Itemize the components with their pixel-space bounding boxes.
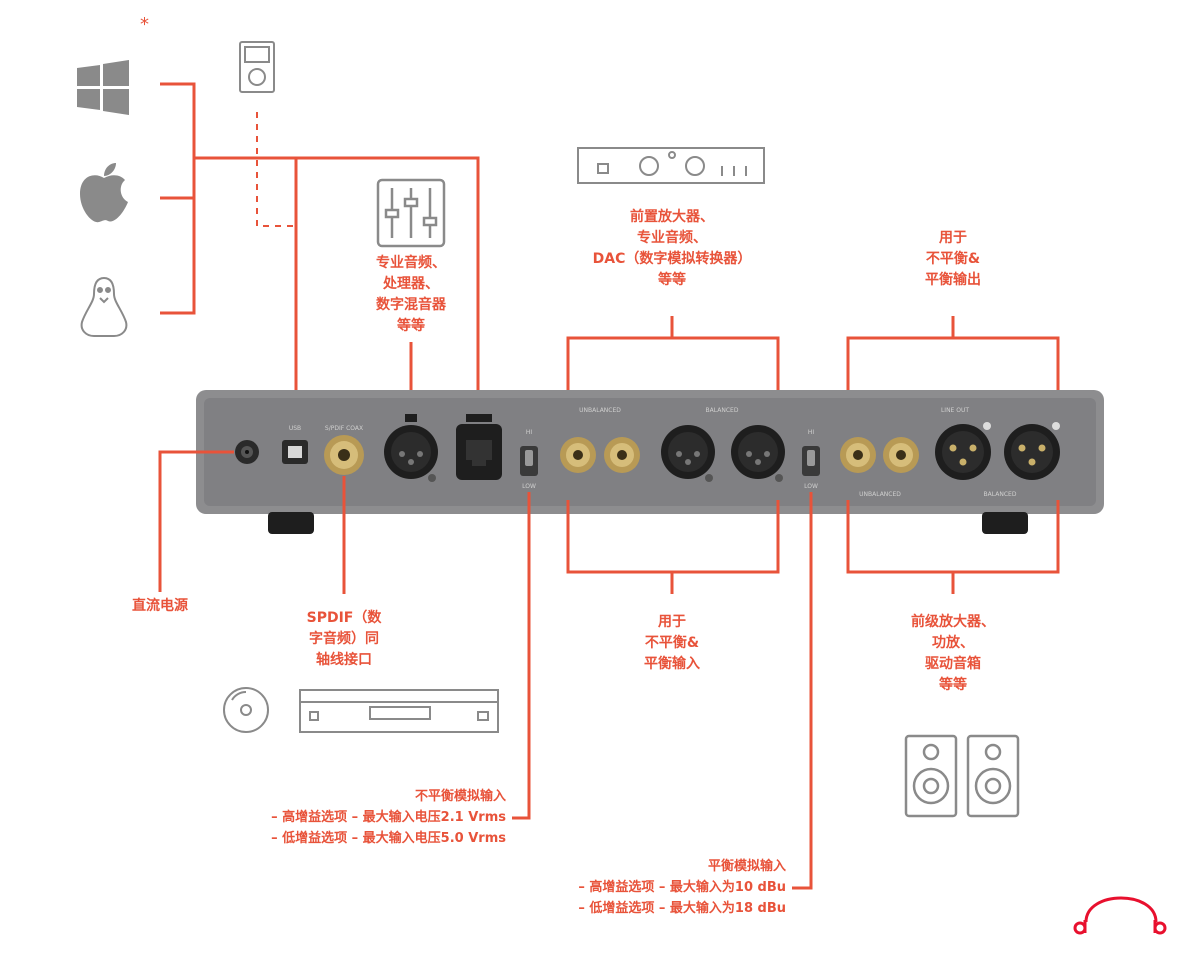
input-use-line-2: 不平衡& <box>644 635 700 651</box>
cd-player-icon <box>299 689 499 733</box>
apple-icon <box>80 163 128 223</box>
panel-foot-right <box>982 512 1028 534</box>
xlr-input-right <box>731 425 785 482</box>
spdif-coax-port <box>324 435 364 475</box>
input-low-label: LOW <box>522 483 536 490</box>
amps-line-4: 等等 <box>939 677 967 693</box>
bottom-input-bracket <box>566 500 780 594</box>
preamp-label: 前置放大器、 专业音频、 DAC（数字模拟转换器） 等等 <box>562 207 782 291</box>
dc-jack <box>235 440 259 464</box>
output-use-line-3: 平衡输出 <box>925 272 981 288</box>
balanced-analog-low: – 低增益选项 – 最大输入为18 dBu <box>578 901 786 916</box>
output-use-line-2: 不平衡& <box>925 251 981 267</box>
brand-logo-icon <box>1073 896 1167 935</box>
pro-audio-label: 专业音频、 处理器、 数字混音器 等等 <box>341 253 481 337</box>
spdif-label: SPDIF（数 字音频）同 轴线接口 <box>284 608 404 671</box>
amps-line-1: 前级放大器、 <box>911 614 995 630</box>
input-use-line-1: 用于 <box>658 614 686 630</box>
input-use-label: 用于 不平衡& 平衡输入 <box>612 612 732 675</box>
amps-label: 前级放大器、 功放、 驱动音箱 等等 <box>883 612 1023 696</box>
balanced-in-label: BALANCED <box>706 407 739 414</box>
input-hi-label: HI <box>526 429 533 436</box>
spdif-line-1: SPDIF（数 <box>306 610 382 626</box>
amps-line-2: 功放、 <box>932 635 974 651</box>
line-out-label: LINE OUT <box>941 407 969 414</box>
ipod-icon <box>239 41 275 93</box>
linux-icon <box>80 276 128 337</box>
output-use-line-1: 用于 <box>939 230 967 246</box>
mixer-icon <box>376 178 446 248</box>
input-gain-switch <box>520 446 538 476</box>
pro-audio-line-1: 专业音频、 <box>376 255 446 271</box>
windows-icon <box>77 60 129 115</box>
output-low-label: LOW <box>804 483 818 490</box>
panel-foot-left <box>268 512 314 534</box>
rca-output-left <box>840 437 876 473</box>
preamp-device-icon <box>577 147 765 184</box>
unbalanced-analog-title: 不平衡模拟输入 <box>414 789 506 804</box>
network-port <box>456 414 502 480</box>
preamp-line-3: DAC（数字模拟转换器） <box>592 251 752 267</box>
spdif-port-label: S/PDIF COAX <box>325 425 363 432</box>
bottom-output-bracket <box>846 500 1060 594</box>
preamp-line-1: 前置放大器、 <box>630 209 714 225</box>
preamp-line-2: 专业音频、 <box>637 230 707 246</box>
unbalanced-analog-low: – 低增益选项 – 最大输入电压5.0 Vrms <box>271 831 506 846</box>
preamp-line-4: 等等 <box>658 272 686 288</box>
unbalanced-in-label: UNBALANCED <box>579 407 621 414</box>
rca-output-right <box>883 437 919 473</box>
usb-port <box>282 440 308 464</box>
xlr-output-left <box>935 422 991 480</box>
device-back-panel: USB S/PDIF COAX HI <box>196 390 1104 534</box>
balanced-analog-high: – 高增益选项 – 最大输入为10 dBu <box>578 880 786 895</box>
pro-audio-line-3: 数字混音器 <box>376 297 446 313</box>
amps-line-3: 驱动音箱 <box>925 656 981 672</box>
ipod-dashed-line <box>256 112 296 227</box>
aes-xlr-port <box>384 414 438 482</box>
asterisk-mark: * <box>140 14 149 35</box>
unbalanced-out-label: UNBALANCED <box>859 491 901 498</box>
dc-line <box>158 450 234 592</box>
pro-audio-line-4: 等等 <box>397 318 425 334</box>
cd-disc-icon <box>223 687 269 733</box>
usb-port-label: USB <box>289 425 301 432</box>
spdif-line-3: 轴线接口 <box>316 652 372 668</box>
speaker-icon <box>966 734 1020 818</box>
spdif-line-2: 字音频）同 <box>309 631 379 647</box>
xlr-output-right <box>1004 422 1060 480</box>
speaker-icon <box>904 734 958 818</box>
os-bracket <box>160 82 480 393</box>
rca-input-left <box>560 437 596 473</box>
input-use-line-3: 平衡输入 <box>644 656 700 672</box>
output-use-label: 用于 不平衡& 平衡输出 <box>893 228 1013 291</box>
balanced-analog-label: 平衡模拟输入 – 高增益选项 – 最大输入为10 dBu – 低增益选项 – 最… <box>476 856 786 919</box>
dc-power-label: 直流电源 <box>110 596 210 617</box>
balanced-analog-title: 平衡模拟输入 <box>707 859 786 874</box>
output-gain-switch <box>802 446 820 476</box>
balanced-out-label: BALANCED <box>984 491 1017 498</box>
dc-power-text: 直流电源 <box>132 598 188 614</box>
unbal-gain-line <box>512 492 531 820</box>
unbalanced-analog-high: – 高增益选项 – 最大输入电压2.1 Vrms <box>271 810 506 825</box>
xlr-input-left <box>661 425 715 482</box>
top-output-bracket <box>846 316 1060 398</box>
top-input-bracket <box>566 316 780 398</box>
bal-gain-line <box>792 492 813 890</box>
pro-audio-line-2: 处理器、 <box>383 276 439 292</box>
output-hi-label: HI <box>808 429 815 436</box>
unbalanced-analog-label: 不平衡模拟输入 – 高增益选项 – 最大输入电压2.1 Vrms – 低增益选项… <box>176 786 506 849</box>
rca-input-right <box>604 437 640 473</box>
